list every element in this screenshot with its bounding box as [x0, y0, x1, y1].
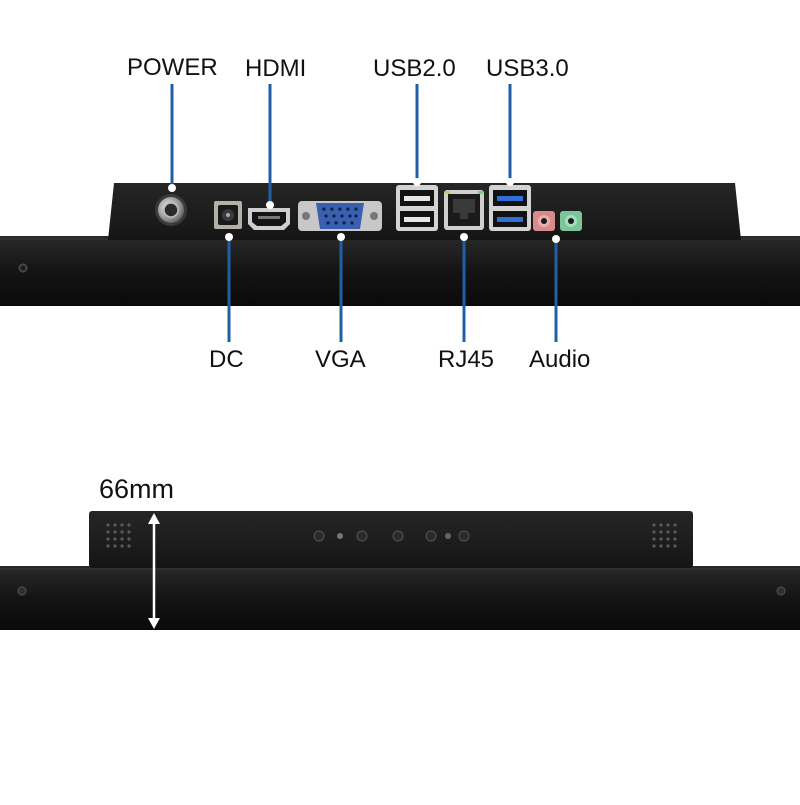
label-vga: VGA [315, 346, 366, 373]
bezel-screw-side-left [17, 586, 27, 596]
label-dc: DC [209, 346, 244, 373]
top-view [0, 84, 800, 342]
dc-jack [214, 201, 242, 229]
rear-housing [89, 511, 693, 568]
side-view [0, 511, 800, 630]
bezel-screw-side-right [776, 586, 786, 596]
label-usb2: USB2.0 [373, 55, 456, 82]
vga-port [298, 201, 382, 231]
usb3-ports [489, 185, 531, 231]
audio-jacks [533, 211, 582, 231]
label-power: POWER [127, 54, 218, 81]
speaker-grille-right [652, 523, 677, 548]
label-rj45: RJ45 [438, 346, 495, 373]
depth-label: 66mm [99, 474, 175, 504]
depth-dimension-arrow [148, 513, 160, 629]
osd-buttons [313, 530, 470, 542]
hdmi-port [248, 208, 290, 230]
label-audio: Audio [529, 346, 591, 373]
monitor-bezel-top [0, 236, 800, 306]
label-hdmi: HDMI [245, 55, 307, 82]
power-button [155, 194, 187, 226]
usb2-ports [396, 185, 438, 231]
speaker-grille-left [106, 523, 131, 548]
rj45-port [444, 190, 484, 230]
label-usb3: USB3.0 [486, 55, 569, 82]
monitor-bezel-side [0, 566, 800, 630]
